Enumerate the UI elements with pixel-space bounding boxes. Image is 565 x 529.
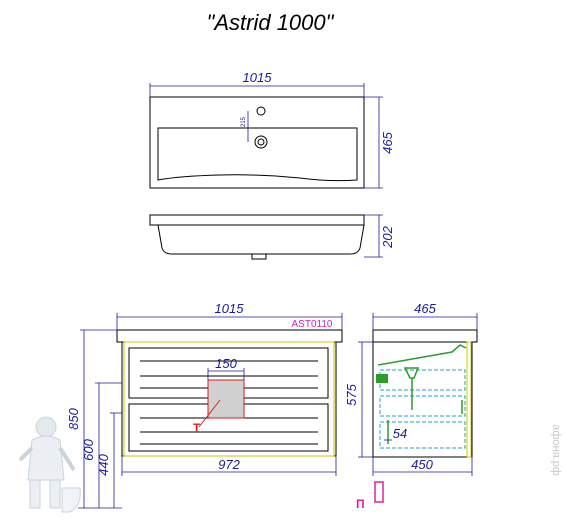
siphon-width-label: 150 — [215, 356, 237, 371]
front-inner-width-label: 972 — [218, 457, 240, 472]
basin-width-label: 1015 — [243, 70, 273, 85]
basin-side-view — [149, 214, 383, 260]
side-height-label: 575 — [344, 383, 359, 405]
hole-offset-label: 215 — [241, 116, 247, 127]
basin-depth-label: 465 — [380, 131, 395, 153]
height-600-label: 600 — [81, 438, 96, 460]
side-depth-top-label: 465 — [414, 301, 436, 316]
plumber-mascot-icon — [18, 416, 81, 513]
watermark: афоня.рф — [550, 424, 562, 476]
siphon-offset-label: 54 — [393, 426, 407, 441]
front-code-label: AST0110 — [292, 319, 333, 330]
height-850-label: 850 — [66, 407, 81, 429]
front-width-label: 1015 — [215, 301, 245, 316]
front-view — [78, 313, 343, 509]
marker-t: T — [193, 421, 201, 435]
side-depth-bottom-label: 450 — [411, 457, 433, 472]
height-440-label: 440 — [96, 453, 111, 475]
basin-top-view — [149, 83, 383, 189]
marker-p: П — [356, 497, 365, 511]
basin-height-label: 202 — [380, 225, 395, 248]
side-view — [358, 313, 478, 503]
drawing-title: "Astrid 1000" — [207, 10, 335, 35]
